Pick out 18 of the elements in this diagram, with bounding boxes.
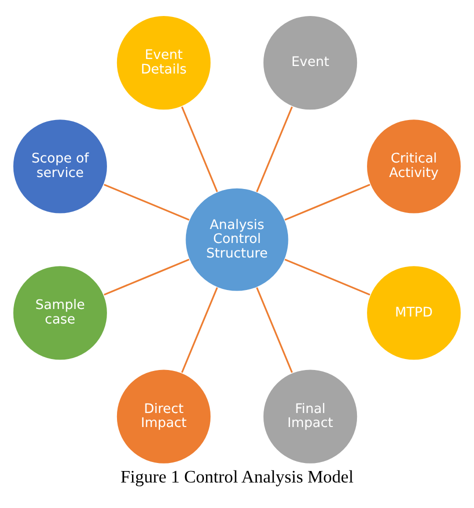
connector [181, 287, 218, 373]
caption: Figure 1 Control Analysis Model [120, 466, 354, 486]
node-circle: Analysis Control Structure [184, 187, 290, 292]
connector [104, 184, 190, 221]
node-circle: Event Details [116, 14, 212, 111]
connector [284, 258, 370, 296]
connector [256, 106, 293, 192]
connector [284, 184, 370, 221]
node-circle: Event [262, 14, 358, 111]
node-circle: MTPD [366, 265, 462, 361]
connector [104, 258, 190, 296]
connector [181, 106, 218, 192]
node-circle: Direct Impact [116, 368, 212, 464]
node-circle: Sample case [12, 265, 108, 361]
node-circle: Critical Activity [366, 118, 462, 214]
node-circle: Final Impact [262, 368, 358, 464]
node-circle: Scope of service [12, 118, 108, 214]
connector [256, 287, 293, 373]
